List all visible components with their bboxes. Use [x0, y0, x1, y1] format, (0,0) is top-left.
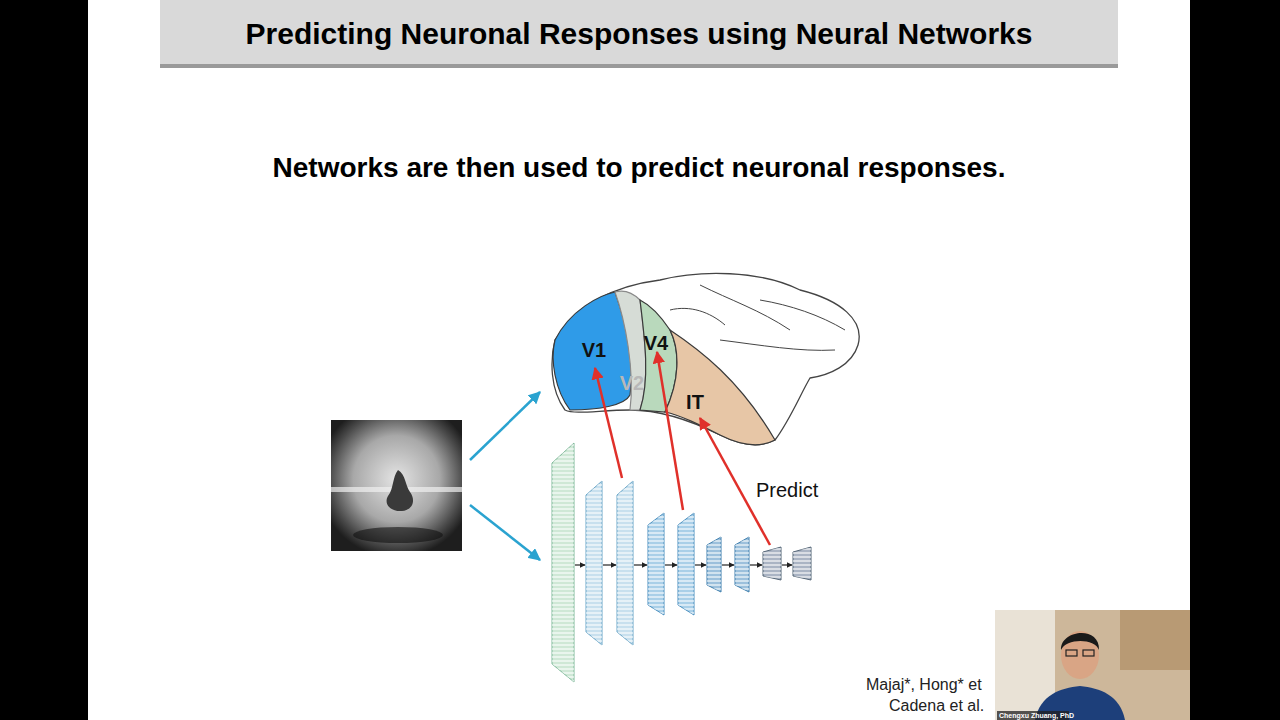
layer-arrow [575, 564, 585, 565]
region-shape [665, 330, 775, 445]
speaker-name: Chengxu Zhuang, PhD [999, 712, 1074, 720]
network-layer [678, 513, 694, 615]
layer-hatch [617, 481, 633, 645]
layer-arrow [722, 564, 734, 565]
layer-arrow [695, 564, 706, 565]
region-outline [662, 326, 778, 448]
network-layer [793, 547, 811, 580]
region-shape [553, 292, 631, 410]
glasses [1083, 650, 1094, 656]
layer-arrow [782, 564, 792, 565]
brain-outline [552, 273, 859, 444]
person-head [1061, 631, 1099, 679]
region-label: V4 [644, 332, 668, 354]
citation: Majaj*, Hong* et [866, 676, 982, 694]
input-arrow [470, 392, 540, 460]
title-band [160, 0, 1118, 64]
network-layer [648, 513, 664, 615]
layer-hatch [763, 547, 781, 580]
layer-hatch [648, 513, 664, 615]
layer-arrow [750, 564, 762, 565]
network-layer [552, 443, 574, 682]
network-layer [707, 537, 721, 592]
brain-sulcus [720, 340, 835, 350]
predict-arrow [595, 368, 622, 478]
layer-hatch [586, 481, 602, 645]
image-shadow [353, 527, 443, 543]
layer-arrow [634, 564, 647, 565]
layer-arrows [575, 564, 792, 565]
input-arrow [470, 505, 540, 560]
brain-sulcus [700, 285, 790, 330]
region-label: IT [686, 391, 704, 413]
layer-arrow [603, 564, 616, 565]
stimulus-image [331, 420, 462, 551]
pear-object [387, 470, 413, 511]
slide-area [88, 0, 1190, 720]
subtitle: Networks are then used to predict neuron… [273, 153, 1006, 184]
predict-arrow [700, 418, 770, 545]
network-layer [617, 481, 633, 645]
layer-hatch [707, 537, 721, 592]
webcam-frame [995, 610, 1190, 720]
brain-sulcus [670, 308, 725, 325]
brain-region: IT [662, 326, 778, 448]
glasses [1066, 650, 1077, 656]
arrow-label: Predict [756, 479, 818, 501]
network-layer [763, 547, 781, 580]
brain-sulcus [760, 300, 845, 330]
citation: Cadena et al. [889, 697, 984, 715]
region-label: V1 [582, 339, 606, 361]
network-layer [586, 481, 602, 645]
slide-title: Predicting Neuronal Responses using Neur… [246, 17, 1033, 50]
predict-arrow [657, 352, 683, 510]
layer-arrow [665, 564, 677, 565]
layer-hatch [552, 443, 574, 682]
network-layer [735, 537, 749, 592]
webcam-shelf [1120, 610, 1190, 670]
layer-hatch [678, 513, 694, 615]
layer-hatch [735, 537, 749, 592]
region-label: V2 [620, 372, 644, 394]
layer-hatch [793, 547, 811, 580]
person-hair [1061, 633, 1099, 650]
